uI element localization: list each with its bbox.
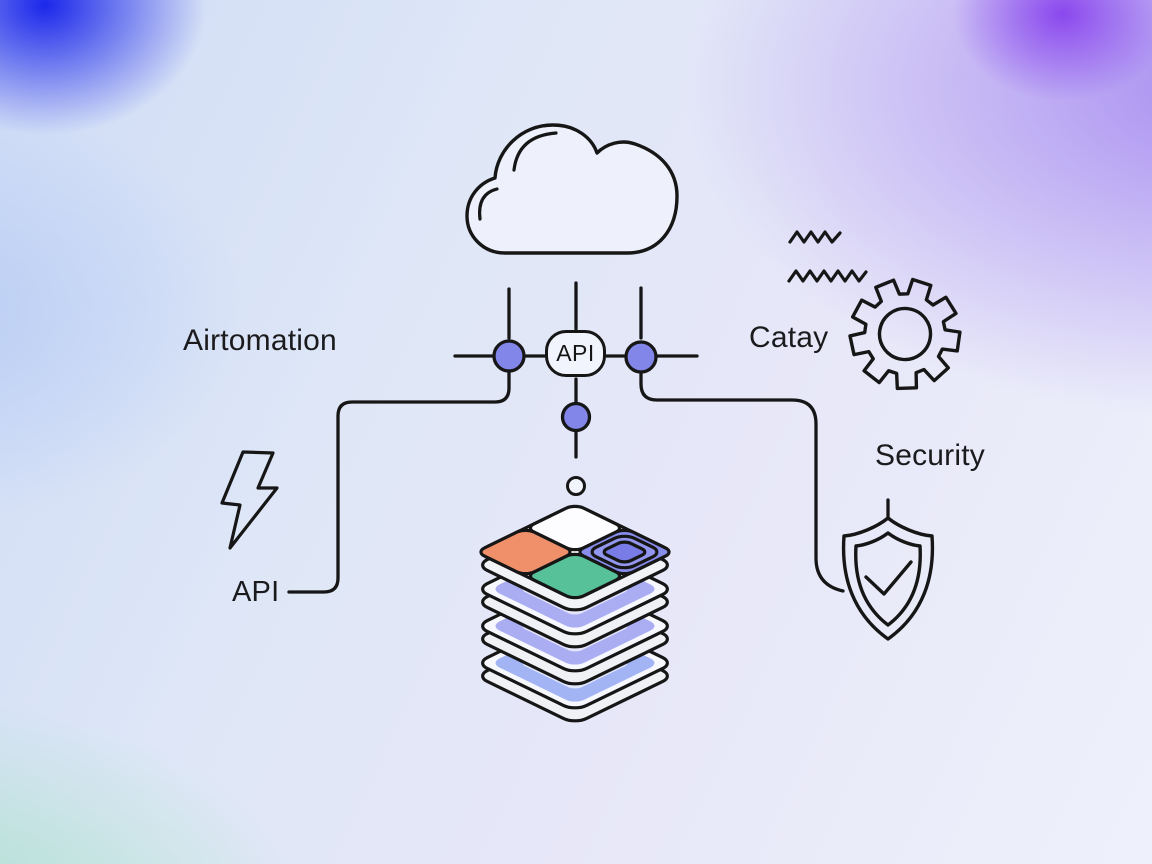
- api-hub-node: API: [545, 330, 606, 377]
- gear-icon: [848, 277, 962, 391]
- lightning-bolt-icon: [220, 450, 279, 550]
- line-to-api-label: [287, 368, 511, 594]
- label-airtomation: Airtomation: [183, 324, 337, 357]
- label-catay: Catay: [749, 321, 829, 354]
- api-hub-label: API: [556, 340, 595, 366]
- label-security: Security: [875, 439, 985, 472]
- zigzag-lines-icon: [787, 230, 868, 283]
- line-to-shield: [639, 370, 845, 593]
- floating-dot: [566, 476, 586, 496]
- quad-orange: [476, 528, 575, 576]
- junction-dot-left: [492, 339, 526, 373]
- inset-button-inner: [600, 540, 648, 563]
- shield-check-icon: [841, 516, 935, 641]
- stack-layer-1: [476, 504, 674, 613]
- label-api-left: API: [232, 576, 280, 608]
- layer-stack-icon: [476, 504, 674, 724]
- check-icon: [864, 560, 913, 596]
- junction-dot-bottom: [560, 401, 592, 433]
- cloud-icon: [465, 123, 679, 255]
- junction-dot-right: [624, 340, 658, 374]
